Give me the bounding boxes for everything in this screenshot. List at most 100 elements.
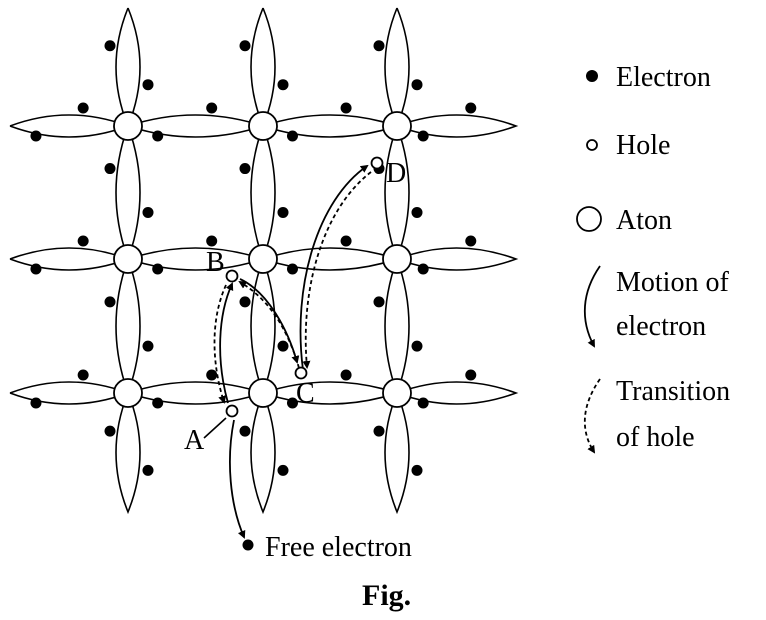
bond-electron-h-r2-0-a — [30, 397, 42, 409]
vertical-bond-c0-3 — [115, 392, 141, 515]
bond-electron-h-r0-0-a — [30, 130, 42, 142]
atom-r1-c0 — [113, 244, 143, 274]
atoms — [113, 111, 412, 408]
bond-electron-h-r0-2-a — [286, 130, 298, 142]
bond-electron-h-r1-0-a — [30, 263, 42, 275]
vertical-bond-c2-3 — [384, 392, 410, 515]
horizontal-bond-r2-2 — [262, 381, 400, 405]
legend-electron-icon — [586, 70, 598, 82]
point-label-c: C — [296, 378, 315, 409]
bond-electron-h-r2-3-a — [417, 397, 429, 409]
bond-electron-v-c0-2-b — [142, 340, 154, 352]
bond-electron-v-c2-3-b — [411, 464, 423, 476]
horizontal-bond-r2-0 — [9, 381, 131, 405]
horizontal-bond-r1-2 — [262, 247, 400, 271]
figure-caption: Fig. — [362, 579, 411, 612]
hole-transition-arrows — [213, 171, 372, 404]
bond-electron-v-c0-2-a — [104, 296, 116, 308]
atom-r1-c1 — [248, 244, 278, 274]
hole-b — [225, 269, 239, 283]
legend-motion-arrow-icon — [583, 265, 601, 348]
atom-r0-c1 — [248, 111, 278, 141]
bond-electron-v-c2-0-a — [373, 40, 385, 52]
bond-electron-h-r1-0-b — [77, 235, 89, 247]
horizontal-bond-r0-1 — [127, 114, 266, 138]
vertical-bond-c1-1 — [250, 125, 276, 262]
bond-electron-h-r0-1-b — [206, 102, 218, 114]
vertical-bond-c1-3 — [250, 392, 276, 515]
atom-r2-c1 — [248, 378, 278, 408]
horizontal-bond-r0-0 — [9, 114, 131, 138]
bond-electron-h-r2-0-b — [77, 369, 89, 381]
vertical-bond-c0-2 — [115, 258, 141, 396]
point-label-d: D — [386, 158, 406, 189]
bond-electron-h-r2-1-b — [206, 369, 218, 381]
bond-electron-v-c2-2-a — [373, 296, 385, 308]
atom-r0-c0 — [113, 111, 143, 141]
bond-electron-v-c1-0-a — [239, 40, 251, 52]
bond-electron-h-r0-3-b — [465, 102, 477, 114]
atom-r2-c0 — [113, 378, 143, 408]
legend-electron-label: Electron — [616, 62, 711, 93]
bond-electron-h-r0-0-b — [77, 102, 89, 114]
vertical-bond-c2-2 — [384, 258, 410, 396]
electron-arrow-a-to-b — [219, 282, 234, 404]
bond-electron-v-c0-1-a — [104, 163, 116, 175]
atom-r2-c2 — [382, 378, 412, 408]
bond-electron-h-r2-2-b — [340, 369, 352, 381]
vertical-bond-c1-0 — [250, 7, 276, 129]
legend: Electron Hole Aton Motion of electron Tr… — [576, 62, 730, 454]
vertical-bond-c1-2 — [250, 258, 276, 396]
point-label-b: B — [206, 247, 225, 278]
horizontal-bond-r1-3 — [396, 247, 519, 271]
bond-electron-v-c0-0-a — [104, 40, 116, 52]
bond-electron-h-r1-1-a — [152, 263, 164, 275]
bond-electron-h-r2-3-b — [465, 369, 477, 381]
legend-transition-label-line1: Transition — [616, 376, 730, 407]
legend-hole-label: Hole — [616, 130, 670, 161]
hole-a — [225, 404, 239, 418]
horizontal-bond-r1-0 — [9, 247, 131, 271]
legend-motion-label-line2: electron — [616, 311, 706, 342]
legend-atom-icon — [576, 206, 602, 232]
bond-electron-v-c1-0-b — [277, 79, 289, 91]
bond-electron-h-r0-2-b — [340, 102, 352, 114]
bond-electron-v-c1-1-b — [277, 206, 289, 218]
vertical-bond-c0-0 — [115, 7, 141, 129]
point-a-leader — [203, 417, 227, 439]
atom-r0-c2 — [382, 111, 412, 141]
electron-arrow-b-to-c — [239, 278, 300, 364]
electron-arrow-c-to-d — [299, 164, 369, 371]
bond-electron-h-r1-3-b — [465, 235, 477, 247]
bond-electron-v-c1-2-a — [239, 296, 251, 308]
bond-electron-h-r1-2-a — [286, 263, 298, 275]
horizontal-bond-r0-3 — [396, 114, 519, 138]
point-label-a: A — [184, 425, 205, 456]
legend-atom-label: Aton — [616, 205, 672, 236]
horizontal-bond-r2-1 — [127, 381, 266, 405]
legend-transition-label-line2: of hole — [616, 422, 695, 453]
bond-electron-v-c1-1-a — [239, 163, 251, 175]
bond-electron-v-c0-1-b — [142, 206, 154, 218]
electron-arrow-a-to-free — [229, 419, 246, 539]
hole-arrow-b-to-a — [213, 284, 227, 404]
bond-electron-h-r0-1-a — [152, 130, 164, 142]
bond-electron-v-c0-3-b — [142, 464, 154, 476]
horizontal-bond-r2-3 — [396, 381, 519, 405]
horizontal-bond-r0-2 — [262, 114, 400, 138]
hole-c — [294, 366, 308, 380]
bond-electron-h-r2-1-a — [152, 397, 164, 409]
bond-electron-h-r1-2-b — [340, 235, 352, 247]
bond-electron-v-c0-0-b — [142, 79, 154, 91]
bond-electron-h-r0-3-a — [417, 130, 429, 142]
vertical-bond-c0-1 — [115, 125, 141, 262]
bond-electron-v-c2-3-a — [373, 425, 385, 437]
holes — [225, 156, 384, 418]
bond-electron-h-r1-1-b — [206, 235, 218, 247]
bond-electron-h-r2-2-a — [286, 397, 298, 409]
bond-electron-v-c2-2-b — [411, 340, 423, 352]
bond-electron-v-c1-3-b — [277, 464, 289, 476]
free-electron-label: Free electron — [265, 532, 412, 563]
hole-arrow-d-to-c — [302, 171, 372, 369]
